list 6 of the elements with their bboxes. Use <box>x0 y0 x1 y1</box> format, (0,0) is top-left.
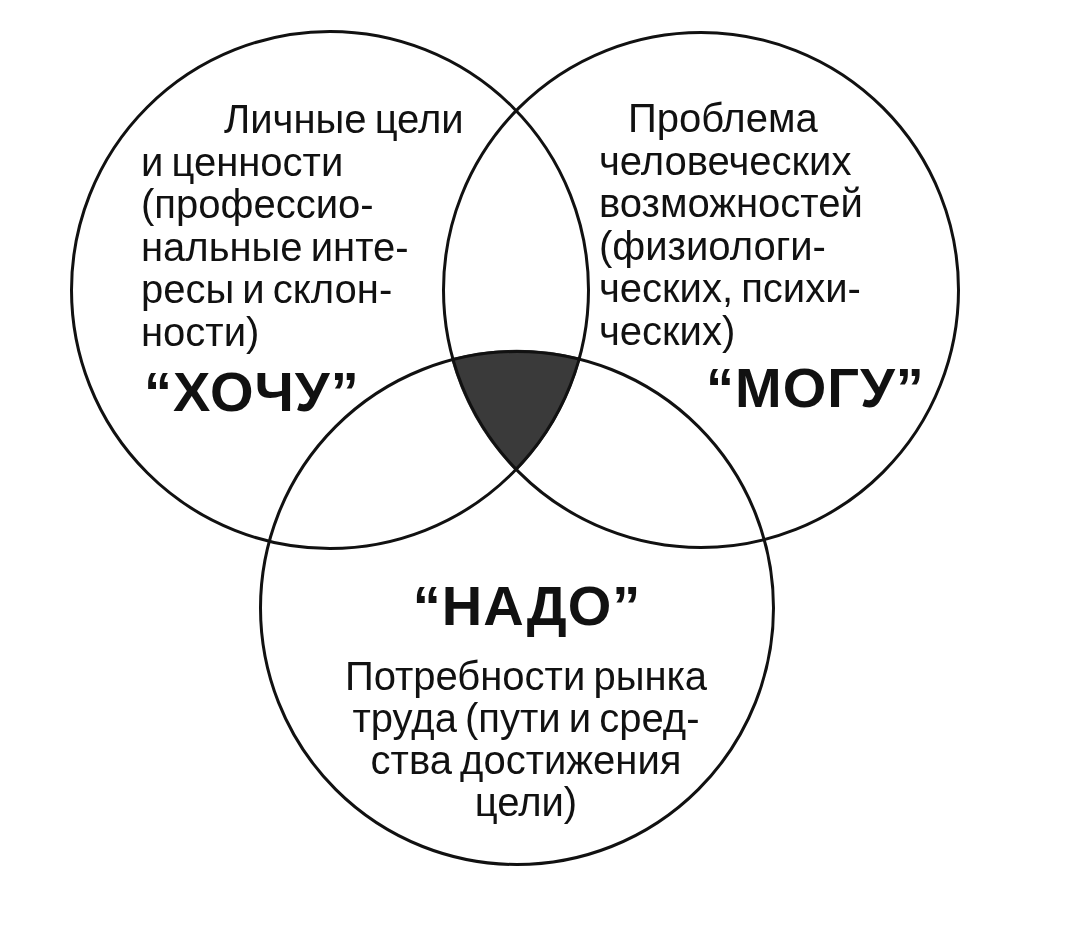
circle-text: Потребности рынка труда (пути и сред- ства достижения цели) <box>343 655 709 823</box>
circle-text: Личные цели и ценности (профессио- нальные инте- ресы и склон- ности) <box>141 98 465 353</box>
venn-circle <box>70 30 590 550</box>
circle-text: Проблема человеческих возможностей (физиологи- ческих, психи- ческих) <box>599 97 864 352</box>
circle-heading: “МОГУ” <box>706 360 925 416</box>
circle-heading: “ХОЧУ” <box>144 364 360 420</box>
